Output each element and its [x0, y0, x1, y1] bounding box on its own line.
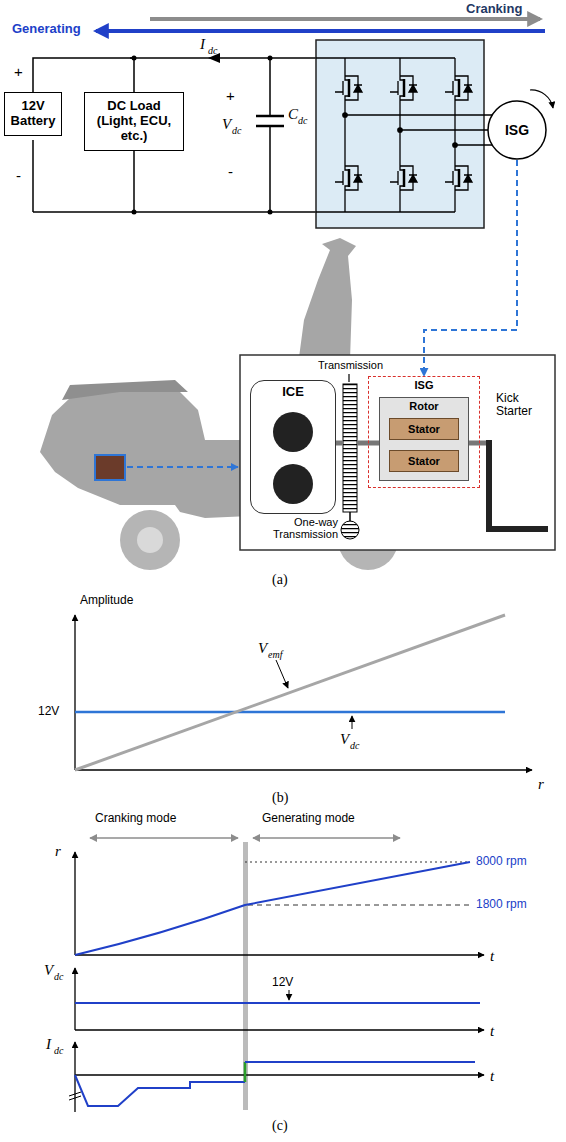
- transmission-gear: [343, 384, 357, 512]
- idc-trace: [75, 1075, 245, 1106]
- leader-line: [276, 660, 288, 688]
- stator-box: Stator: [389, 418, 459, 440]
- vdc-trace: [75, 1002, 480, 1004]
- leader-line: [352, 716, 353, 729]
- node-text: ISG: [415, 379, 434, 391]
- symbol-label: t: [490, 1023, 494, 1040]
- text-label: +: [226, 88, 235, 105]
- node-text: 12V Battery: [8, 99, 58, 129]
- node-text: Stator: [408, 455, 440, 467]
- isg-region: ISGRotorStatorStator: [368, 376, 480, 488]
- dashed-arrow: [424, 160, 517, 376]
- text-label: One-way Transmission: [250, 516, 338, 540]
- generating-arrow: [96, 29, 545, 33]
- battery-box: 12V Battery: [4, 92, 62, 136]
- symbol-label: dc: [298, 115, 307, 126]
- node-text: Rotor: [409, 400, 438, 412]
- vdc-line: [75, 711, 505, 714]
- symbol-label: t: [490, 948, 494, 965]
- text-label: 8000 rpm: [476, 855, 527, 868]
- idc-step: [244, 1062, 247, 1082]
- symbol-label: V: [258, 640, 267, 657]
- level-line: [248, 905, 470, 906]
- symbol-label: dc: [232, 125, 241, 136]
- text-label: 12V: [38, 705, 59, 718]
- engine-cylinders: [273, 412, 313, 504]
- kick-starter-lever: [486, 440, 492, 532]
- text-label: Cranking: [466, 2, 522, 16]
- wire: [33, 58, 134, 92]
- symbol-label: C: [288, 106, 298, 123]
- text-label: -: [16, 168, 21, 185]
- leader-line: [289, 990, 290, 1000]
- load-box: DC Load (Light, ECU, etc.): [84, 92, 184, 151]
- vemf-line: [75, 615, 505, 770]
- leader-line: [348, 374, 349, 382]
- text-label: 12V: [272, 976, 293, 989]
- inverter-switches: [316, 58, 492, 212]
- symbol-label: V: [340, 731, 349, 748]
- level-line: [245, 862, 470, 863]
- shaft: [336, 441, 343, 446]
- engine-box: ICE: [250, 380, 336, 514]
- one-way-gear: [341, 521, 359, 539]
- symbol-label: V: [222, 116, 231, 133]
- symbol-label: dc: [350, 740, 359, 751]
- speed-curve: [75, 862, 470, 955]
- symbol-label: dc: [54, 971, 63, 982]
- inverter-box: [316, 40, 484, 228]
- text-label: Generating mode: [262, 812, 355, 825]
- plot-axes: [75, 852, 484, 1112]
- symbol-label: r: [538, 776, 544, 793]
- text-label: Amplitude: [80, 594, 133, 607]
- symbol-label: I: [200, 36, 205, 53]
- rotor-box: RotorStatorStator: [379, 397, 469, 481]
- symbol-label: I: [46, 1036, 51, 1053]
- symbol-label: t: [490, 1068, 494, 1085]
- panel-label: (b): [272, 790, 288, 805]
- symbol-label: emf: [268, 649, 282, 660]
- text-label: 1800 rpm: [476, 898, 527, 911]
- idc-trace: [245, 1061, 475, 1063]
- node-text: ICE: [282, 384, 304, 399]
- text-label: -: [228, 164, 233, 181]
- cranking-arrow: [150, 17, 540, 21]
- text-label: Kick Starter: [496, 392, 552, 418]
- text-label: Transmission: [318, 359, 383, 371]
- axis-break: [69, 1092, 81, 1100]
- kick-starter-pedal: [486, 526, 548, 532]
- node-text: ISG: [505, 122, 529, 138]
- inset-box: [240, 355, 555, 550]
- symbol-label: dc: [54, 1045, 63, 1056]
- symbol-label: r: [55, 843, 61, 860]
- mode-span: [253, 837, 400, 839]
- stator-box: Stator: [389, 450, 459, 472]
- machine-circle: ISG: [487, 100, 547, 160]
- node-text: DC Load (Light, ECU, etc.): [88, 99, 180, 144]
- text-label: +: [14, 64, 23, 81]
- node-text: Stator: [408, 423, 440, 435]
- zoom-leader: [127, 466, 238, 468]
- panel-label: (a): [272, 572, 288, 587]
- gear-link: [349, 512, 351, 521]
- mode-boundary: [243, 842, 248, 1110]
- text-label: Generating: [12, 22, 81, 36]
- dc-bus-wires: [33, 58, 316, 212]
- symbol-label: dc: [208, 45, 217, 56]
- plot-axes: [75, 615, 532, 770]
- symbol-label: V: [44, 962, 53, 979]
- panel-label: (c): [272, 1118, 288, 1133]
- text-label: Cranking mode: [95, 812, 176, 825]
- mode-span: [90, 837, 238, 839]
